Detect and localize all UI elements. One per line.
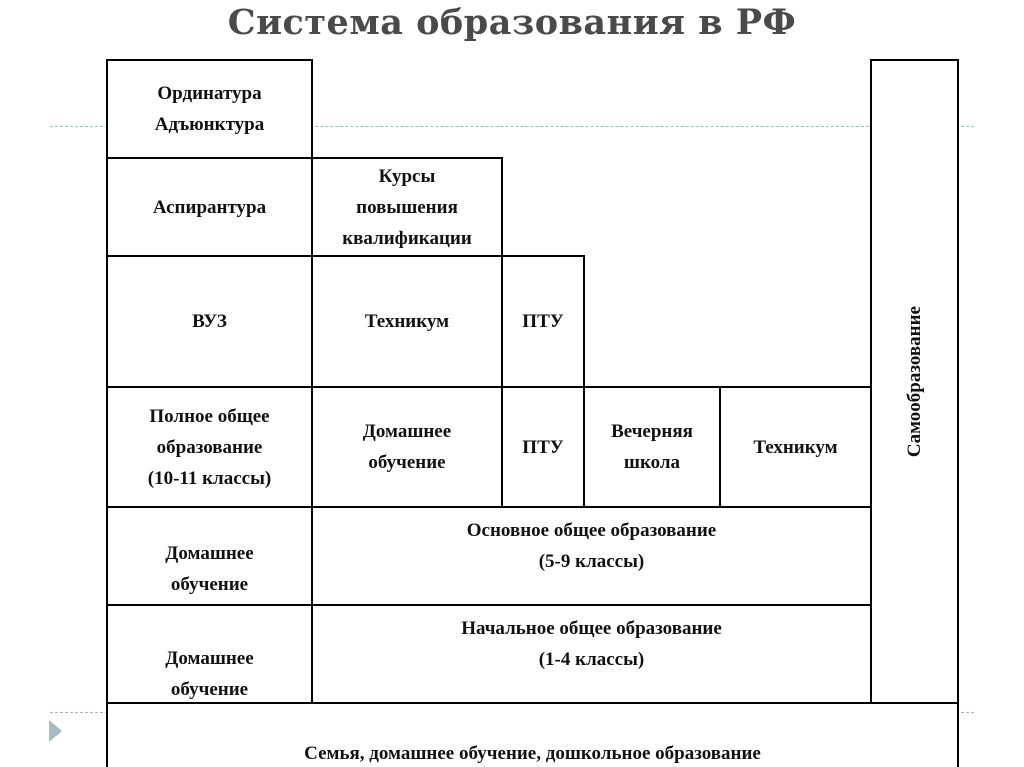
cell-kursy: Курсы повышения квалификации — [312, 158, 502, 256]
cell-text: ПТУ — [522, 436, 564, 458]
cell-ptu-mid: ПТУ — [502, 387, 584, 507]
cell-samoobrazovanie: Самообразование — [871, 60, 958, 703]
cell-text: Техникум — [364, 311, 450, 332]
cell-text: Техникум — [753, 436, 838, 458]
cell-text: школа — [623, 452, 681, 473]
cell-text: Семья, домашнее обучение, дошкольное обр… — [304, 743, 761, 764]
cell-text: Полное общее — [149, 405, 270, 427]
grid-line — [106, 386, 872, 388]
grid-line — [106, 255, 585, 257]
cell-tekhnikum-top: Техникум — [312, 256, 502, 387]
grid-line — [719, 386, 721, 508]
cell-aspirantura: Аспирантура — [107, 158, 312, 256]
cell-text: Аспирантура — [152, 196, 267, 218]
cell-text: ВУЗ — [192, 311, 227, 332]
cell-text: Ординатура — [157, 83, 262, 104]
cell-text: Курсы — [378, 165, 436, 187]
grid-line — [106, 60, 108, 767]
grid-line — [870, 59, 872, 704]
grid-line — [106, 506, 872, 508]
cell-polnoe: Полное общее образование (10-11 классы) — [107, 387, 312, 507]
grid-line — [583, 255, 585, 508]
cell-text: квалификации — [342, 227, 472, 249]
cell-vuz: ВУЗ — [107, 256, 312, 387]
grid-line — [106, 702, 959, 704]
grid-line — [106, 604, 872, 606]
cell-ptu-top: ПТУ — [502, 256, 584, 387]
cell-text: Домашнее — [165, 648, 254, 669]
cell-domashnee-2: Домашнее обучение — [107, 507, 312, 605]
cell-text: Домашнее — [165, 543, 254, 564]
cell-text: ПТУ — [522, 311, 564, 332]
cell-vechernyaya: Вечерняя школа — [584, 387, 720, 507]
cell-text: Начальное общее образование — [461, 618, 722, 639]
grid-line — [106, 157, 503, 159]
grid-line — [311, 59, 313, 704]
samoobrazovanie-label: Самообразование — [903, 305, 925, 458]
cell-semya: Семья, домашнее обучение, дошкольное обр… — [107, 703, 958, 767]
cell-osnovnoe: Основное общее образование (5-9 классы) — [312, 507, 871, 605]
cell-text: образование — [156, 436, 263, 458]
cell-nachalnoe: Начальное общее образование (1-4 классы) — [312, 605, 871, 703]
cell-text: Домашнее — [362, 421, 452, 442]
cell-text: Основное общее образование — [466, 520, 717, 541]
cell-text: Вечерняя — [611, 421, 693, 442]
cell-text: обучение — [170, 574, 249, 595]
guide-line-top — [50, 126, 974, 127]
cell-text: обучение — [368, 452, 446, 473]
cell-text: повышения — [356, 196, 458, 218]
page-title: Система образования в РФ — [227, 2, 797, 43]
cell-domashnee-1: Домашнее обучение — [312, 387, 502, 507]
next-slide-arrow-icon[interactable] — [49, 720, 62, 742]
grid-line — [106, 59, 313, 61]
cell-domashnee-3: Домашнее обучение — [107, 605, 312, 703]
cell-text: обучение — [170, 679, 249, 700]
grid-line — [501, 157, 503, 508]
cell-text: (10-11 классы) — [147, 467, 272, 489]
cell-text: (5-9 классы) — [538, 551, 645, 572]
cell-text: (1-4 классы) — [538, 649, 645, 670]
cell-tekhnikum-mid: Техникум — [720, 387, 871, 507]
grid-line — [957, 59, 959, 767]
cell-text: Адъюнктура — [154, 114, 265, 135]
grid-line — [870, 59, 959, 61]
